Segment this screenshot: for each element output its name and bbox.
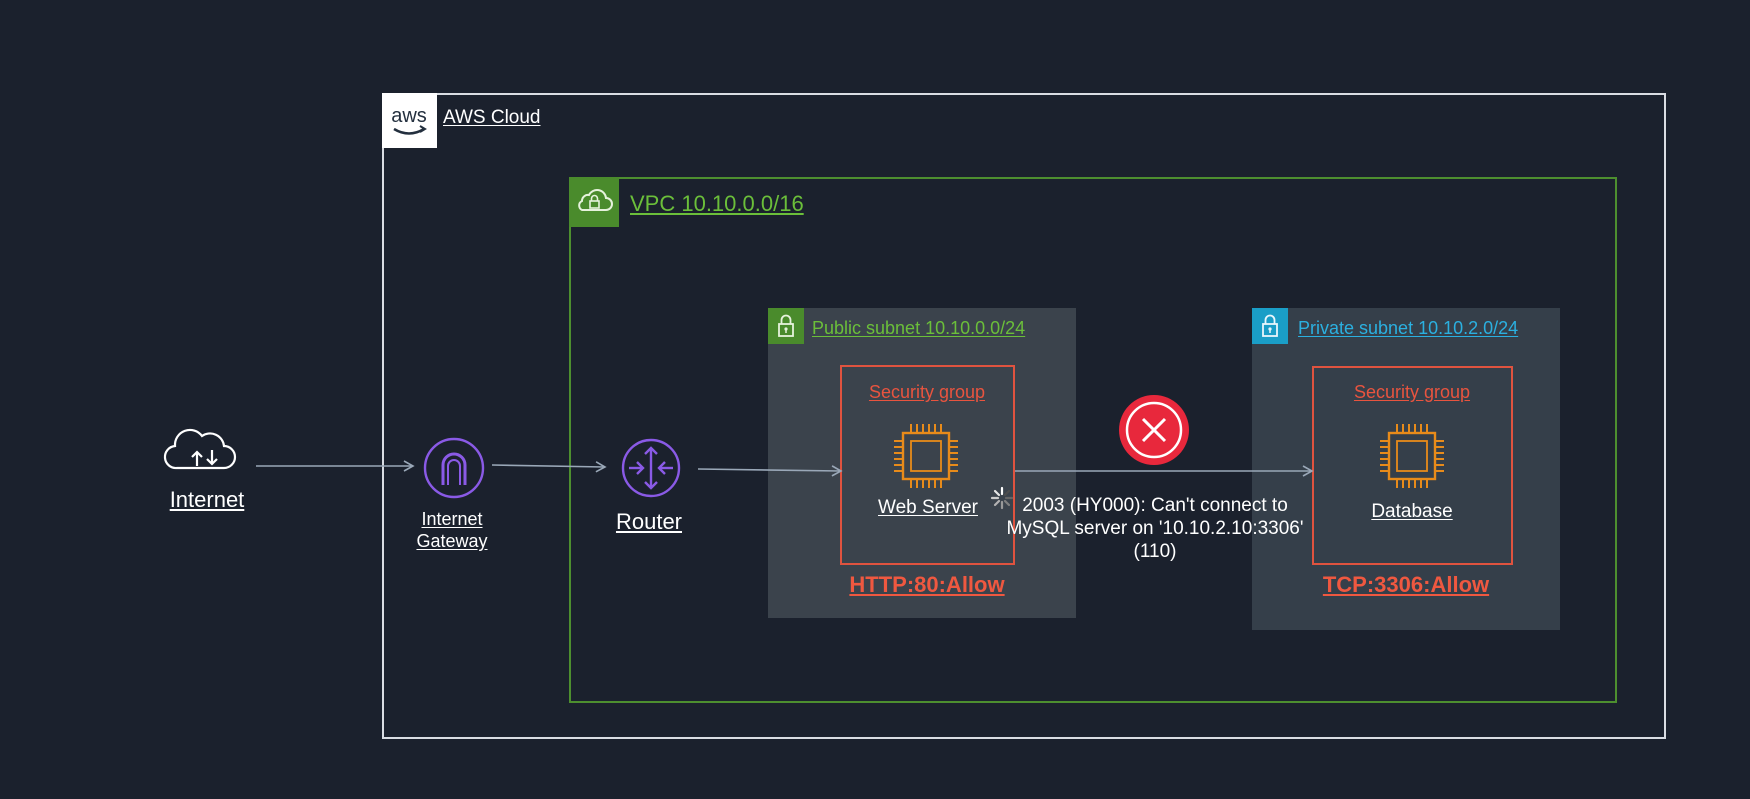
router-icon [621, 438, 681, 498]
error-line-3: (110) [1133, 541, 1177, 562]
vpc-title: VPC 10.10.0.0/16 [630, 191, 804, 216]
db-sg-rule: TCP:3306:Allow [1322, 572, 1490, 597]
private-subnet-title: Private subnet 10.10.2.0/24 [1298, 318, 1519, 338]
public-subnet-lock-icon [768, 308, 804, 344]
web-security-group-label: Security group [868, 382, 986, 402]
web-sg-rule: HTTP:80:Allow [849, 572, 1005, 597]
private-subnet-lock-icon [1252, 308, 1288, 344]
connection-failed-icon [1119, 395, 1189, 465]
public-subnet-title: Public subnet 10.10.0.0/24 [812, 318, 1026, 338]
aws-cloud-title: AWS Cloud [443, 107, 541, 128]
router-label: Router [615, 509, 683, 534]
aws-logo-icon: aws [391, 105, 427, 135]
public-subnet [768, 308, 1076, 618]
error-line-1: 2003 (HY000): Can't connect to [1022, 495, 1288, 516]
aws-logo: aws [382, 93, 437, 148]
internet-cloud-icon [163, 428, 237, 470]
internet-label: Internet [169, 487, 245, 512]
internet-gateway-label-line1: Internet [421, 509, 483, 529]
database-label: Database [1371, 501, 1453, 522]
loading-spinner-icon [990, 486, 1014, 510]
database-chip-icon [1380, 424, 1444, 488]
error-message: 2003 (HY000): Can't connect to MySQL ser… [985, 494, 1325, 563]
db-security-group-label: Security group [1353, 382, 1471, 402]
internet-gateway-label-line2: Gateway [416, 531, 488, 551]
arrow-igw-to-router [491, 461, 607, 473]
internet-gateway-icon [423, 437, 485, 499]
error-line-2: MySQL server on '10.10.2.10:3306' [1006, 518, 1304, 539]
internet-gateway-label: Internet Gateway [372, 508, 532, 552]
aws-cloud-boundary [382, 93, 1666, 739]
vpc-boundary [569, 177, 1617, 703]
vpc-cloud-lock-icon [569, 177, 619, 227]
web-security-group [840, 365, 1015, 565]
web-server-chip-icon [894, 424, 958, 488]
arrow-router-to-web [697, 465, 843, 477]
aws-logo-text: aws [391, 105, 427, 127]
web-server-label: Web Server [878, 497, 978, 518]
